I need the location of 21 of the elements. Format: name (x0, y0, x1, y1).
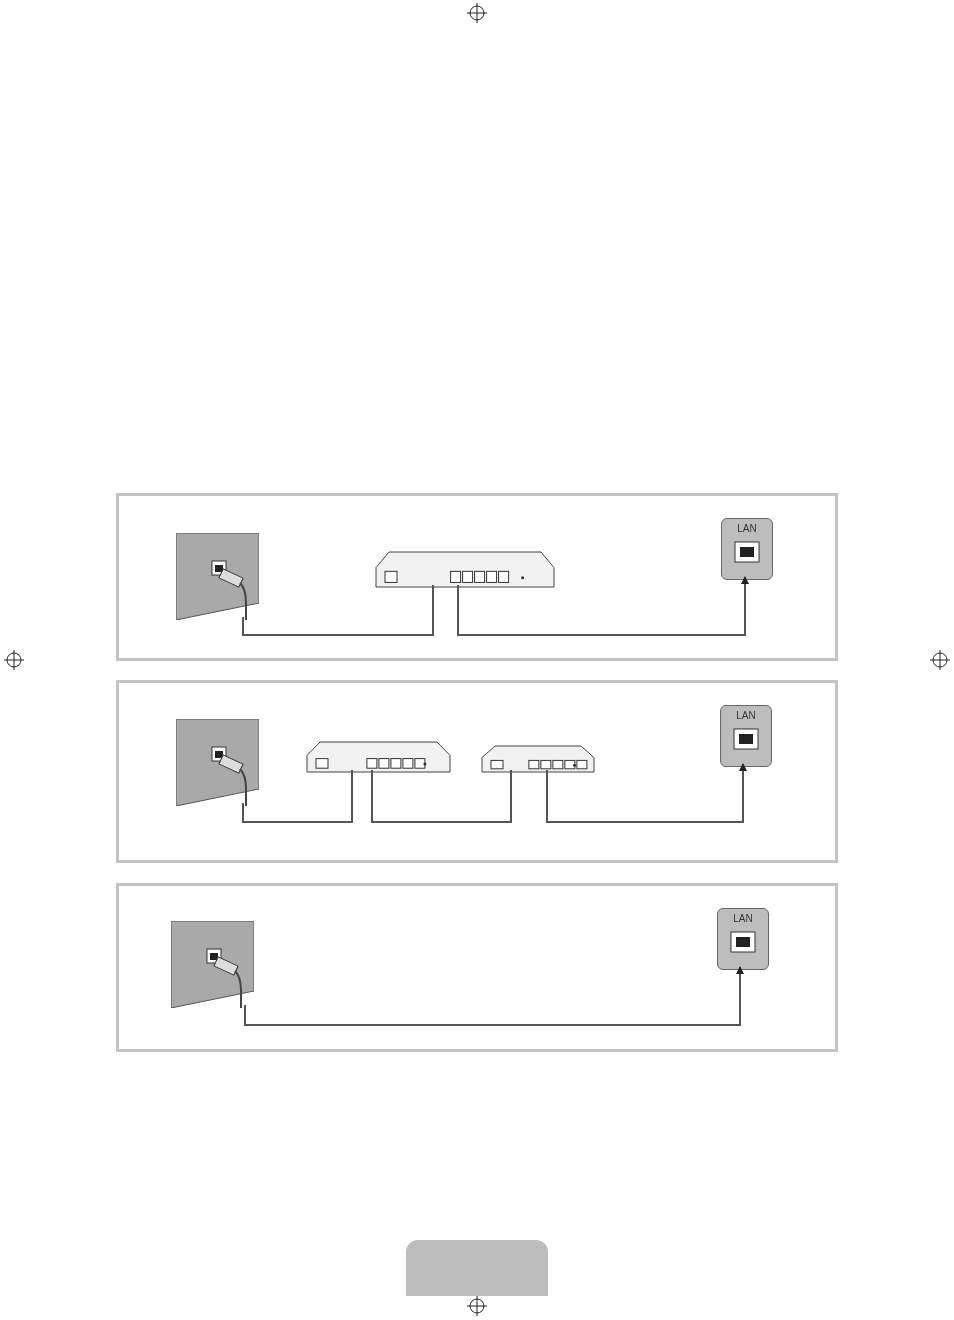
cable-line (244, 966, 744, 1026)
lan-port-panel (720, 705, 772, 767)
network-switch-drawing (481, 745, 595, 773)
cable-line (457, 576, 749, 636)
cable-line (242, 584, 434, 636)
lan-port-panel (717, 908, 769, 970)
cable-line (371, 769, 512, 823)
wall-socket-drawing (171, 921, 254, 1008)
cable-line (546, 763, 747, 823)
router-drawing (375, 551, 555, 588)
port-label: LAN (736, 523, 758, 534)
panel-frame (116, 883, 838, 1052)
router-drawing (306, 741, 451, 773)
panel-frame (116, 493, 838, 661)
lan-port-panel (721, 518, 773, 580)
port-label: LAN (732, 913, 754, 924)
wall-socket-drawing (176, 533, 259, 620)
port-label: LAN (735, 710, 757, 721)
wall-socket-drawing (176, 719, 259, 806)
panel-frame (116, 680, 838, 863)
cable-line (242, 769, 353, 823)
